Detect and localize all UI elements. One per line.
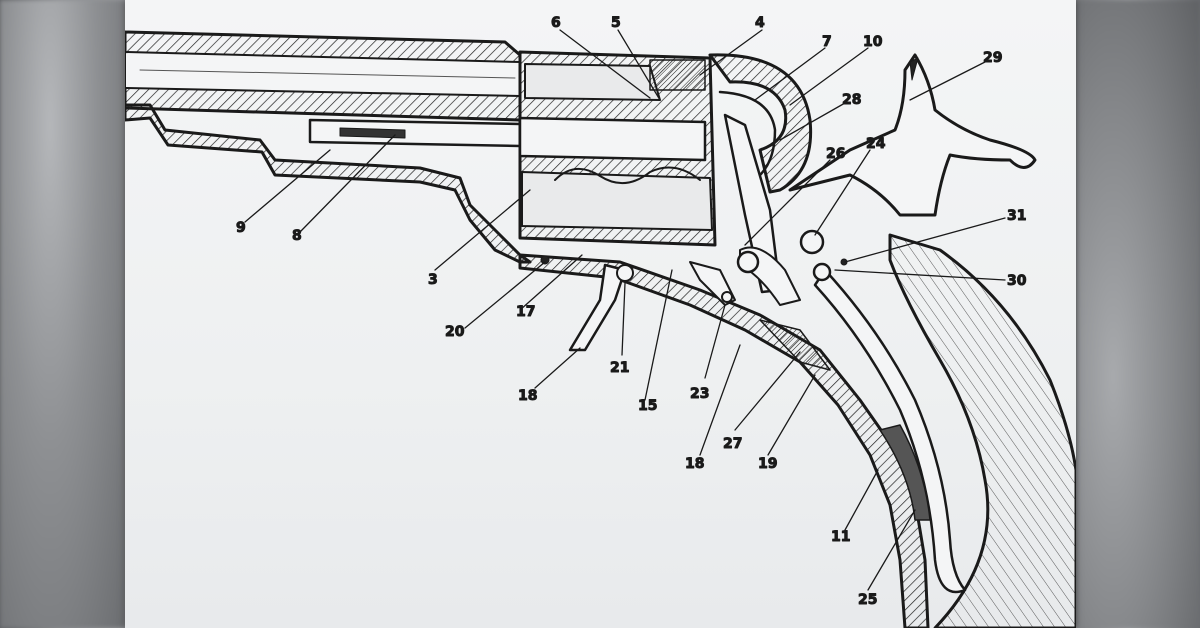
blurred-background-right	[1076, 0, 1200, 628]
label-23: 23	[690, 386, 709, 402]
label-18-left: 18	[518, 388, 537, 404]
sear-spring	[759, 319, 831, 371]
recoil-shield	[708, 53, 813, 194]
label-30: 30	[1007, 273, 1027, 289]
hammer-screw	[799, 229, 825, 255]
mainspring	[813, 268, 967, 594]
nipple	[649, 59, 706, 91]
label-4: 4	[755, 15, 765, 31]
part-labels: 6 5 4 7 10 29 28 26 24 31 30 9 8 3 20 17…	[236, 15, 1028, 609]
label-17: 17	[516, 304, 535, 320]
label-29: 29	[983, 50, 1002, 66]
label-19: 19	[758, 456, 777, 472]
label-10: 10	[863, 34, 883, 50]
trigger	[568, 263, 627, 352]
leader-lines	[244, 29, 1006, 591]
label-31: 31	[1007, 208, 1026, 224]
label-9: 9	[236, 220, 246, 236]
backstrap-spring	[879, 424, 931, 521]
chamber-lower	[521, 171, 713, 231]
label-5: 5	[611, 15, 621, 31]
label-21: 21	[610, 360, 629, 376]
label-3: 3	[428, 272, 438, 288]
label-18-right: 18	[685, 456, 704, 472]
label-26: 26	[826, 146, 845, 162]
label-11: 11	[831, 529, 850, 545]
label-25: 25	[858, 592, 877, 608]
label-28: 28	[842, 92, 861, 108]
hammer	[788, 53, 1037, 217]
pivot-screw	[812, 262, 832, 282]
label-6: 6	[551, 15, 561, 31]
label-20: 20	[445, 324, 465, 340]
label-7: 7	[822, 34, 832, 50]
label-8: 8	[292, 228, 302, 244]
label-27: 27	[723, 436, 742, 452]
rammer	[339, 127, 406, 139]
trigger-screw	[616, 264, 634, 282]
cylinder-pin	[518, 116, 707, 162]
blurred-background-left	[0, 0, 125, 628]
screw-20	[540, 255, 550, 265]
label-24: 24	[866, 136, 886, 152]
grip	[888, 233, 1076, 628]
chamber-upper	[524, 63, 661, 101]
label-15: 15	[638, 398, 657, 414]
